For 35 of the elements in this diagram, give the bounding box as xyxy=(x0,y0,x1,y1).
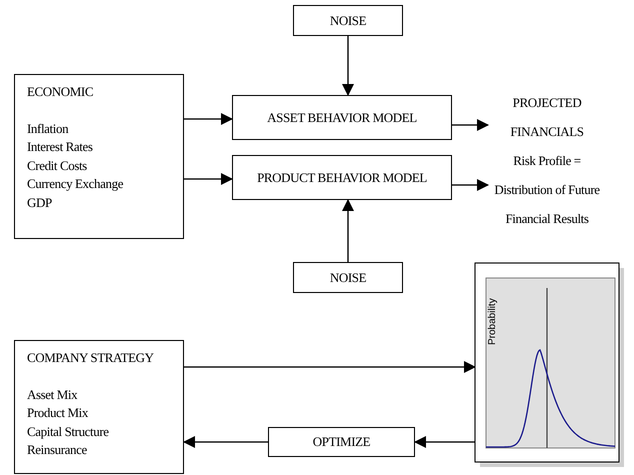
box-heading: COMPANY STRATEGY xyxy=(27,349,155,367)
list-item: GDP xyxy=(27,194,53,212)
arrow xyxy=(183,436,268,448)
list-item: Currency Exchange xyxy=(27,175,124,193)
list-item: Reinsurance xyxy=(27,441,88,459)
box-label: PRODUCT BEHAVIOR MODEL xyxy=(257,170,427,186)
box-label: ASSET BEHAVIOR MODEL xyxy=(267,110,417,126)
arrow xyxy=(414,436,475,448)
process-box xyxy=(268,427,415,457)
process-box xyxy=(293,5,403,36)
input-box xyxy=(14,74,184,239)
list-item: Asset Mix xyxy=(27,386,78,404)
arrow xyxy=(452,119,489,131)
heading: PROJECTED FINANCIALS xyxy=(509,94,585,141)
axis-title: Probability xyxy=(487,298,498,345)
list-item: Inflation xyxy=(27,120,70,138)
arrow xyxy=(184,113,233,125)
box-heading: ECONOMIC xyxy=(27,83,94,101)
box-label: OPTIMIZE xyxy=(312,434,370,450)
process-box xyxy=(293,262,403,293)
arrow xyxy=(342,199,354,262)
arrow xyxy=(184,361,476,373)
input-box xyxy=(14,340,184,474)
box-label: NOISE xyxy=(330,270,366,286)
list-item: Capital Structure xyxy=(27,422,110,441)
text: Risk Profile = Distribution of Future Financial Results xyxy=(493,152,601,228)
arrow xyxy=(342,36,354,96)
arrow xyxy=(184,173,233,185)
box-label: NOISE xyxy=(330,12,366,28)
list-item: Interest Rates xyxy=(27,138,94,156)
process-box xyxy=(232,95,452,140)
list-item: Credit Costs xyxy=(27,156,88,174)
arrow xyxy=(452,179,489,191)
list-item: Product Mix xyxy=(27,404,90,422)
process-box xyxy=(232,155,452,200)
